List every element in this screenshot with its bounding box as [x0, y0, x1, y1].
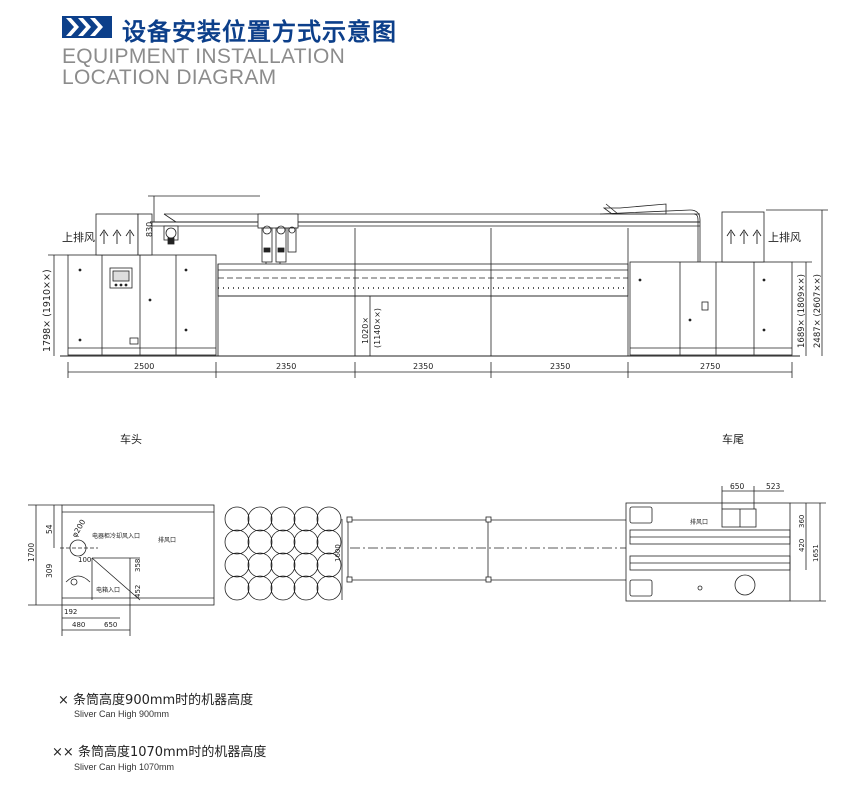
- note-1: × 条筒高度900mm时的机器高度: [58, 689, 253, 708]
- dim-830: 830: [145, 222, 154, 237]
- dim-bottom-3: 2350: [413, 362, 433, 371]
- dim-1700: 1700: [27, 543, 36, 562]
- dim-mid-height-2: (1140××): [373, 308, 382, 348]
- dim-452: 452: [134, 585, 142, 598]
- tail-label: 车尾: [722, 432, 744, 446]
- motor-fan-icon: [165, 227, 177, 239]
- exhaust-label-left: 上排风: [62, 230, 95, 244]
- tail-plan: [625, 502, 791, 602]
- plan-view: [28, 486, 826, 636]
- dim-bottom-5: 2750: [700, 362, 720, 371]
- head-plan: [61, 504, 215, 606]
- can-array: [224, 506, 342, 601]
- dim-523: 523: [766, 482, 781, 491]
- note-2: ×× 条筒高度1070mm时的机器高度: [52, 741, 266, 760]
- tail-fan-icon: [734, 574, 756, 596]
- exhaust-arrows-left-icon: [99, 229, 135, 244]
- note-2-mark: ××: [52, 745, 74, 760]
- note-1-cn: 条筒高度900mm时的机器高度: [73, 693, 254, 708]
- elevation-view: [48, 195, 828, 378]
- page-subtitle: EQUIPMENT INSTALLATION LOCATION DIAGRAM: [62, 46, 345, 88]
- track-bay: [217, 263, 629, 297]
- dim-650-right: 650: [730, 482, 745, 491]
- dim-100: 100: [78, 556, 91, 564]
- exhaust-box-stand: [137, 213, 153, 256]
- dim-420: 420: [798, 539, 806, 552]
- dim-360: 360: [798, 515, 806, 528]
- dim-54: 54: [45, 524, 54, 534]
- dim-480: 480: [72, 621, 85, 629]
- head-label: 车头: [120, 432, 142, 446]
- dim-right-height-1: 1689× (1809××): [797, 274, 807, 348]
- dim-1600: 1600: [334, 544, 342, 562]
- dim-650-left: 650: [104, 621, 117, 629]
- dim-right-height-2: 2487× (2607××): [813, 274, 823, 348]
- note-2-en: Sliver Can High 1070mm: [74, 762, 175, 772]
- dim-192: 192: [64, 608, 77, 616]
- dim-1651: 1651: [812, 544, 820, 562]
- exhaust-box-right: [721, 211, 765, 263]
- label-outlet: 排风口: [158, 536, 176, 544]
- dim-358: 358: [134, 559, 142, 572]
- note-1-en: Sliver Can High 900mm: [74, 709, 170, 719]
- tail-cabinet: [629, 261, 793, 356]
- label-outlet-right: 排风口: [690, 518, 708, 526]
- can-carriage: [257, 213, 299, 291]
- dim-mid-height: 1020×: [361, 317, 370, 344]
- dim-bottom-4: 2350: [550, 362, 570, 371]
- page-title: 设备安装位置方式示意图: [122, 18, 397, 46]
- exhaust-label-right: 上排风: [768, 230, 801, 244]
- dim-left-height: 1798× (1910××): [42, 269, 53, 352]
- label-inlet-2: 电箱入口: [96, 586, 120, 594]
- dim-bottom-2: 2350: [276, 362, 296, 371]
- dim-309: 309: [45, 563, 54, 578]
- dim-bottom-1: 2500: [134, 362, 154, 371]
- subtitle-line-1: EQUIPMENT INSTALLATION: [62, 45, 346, 68]
- subtitle-line-2: LOCATION DIAGRAM: [62, 66, 277, 89]
- chevron-arrows-icon: [62, 16, 112, 38]
- label-inlet-1: 电器柜冷却风入口: [92, 532, 140, 540]
- exhaust-duct: [689, 209, 701, 262]
- exhaust-arrows-right-icon: [726, 229, 762, 244]
- head-cabinet: [67, 254, 217, 356]
- note-2-cn: 条筒高度1070mm时的机器高度: [77, 745, 267, 760]
- note-1-mark: ×: [58, 693, 69, 708]
